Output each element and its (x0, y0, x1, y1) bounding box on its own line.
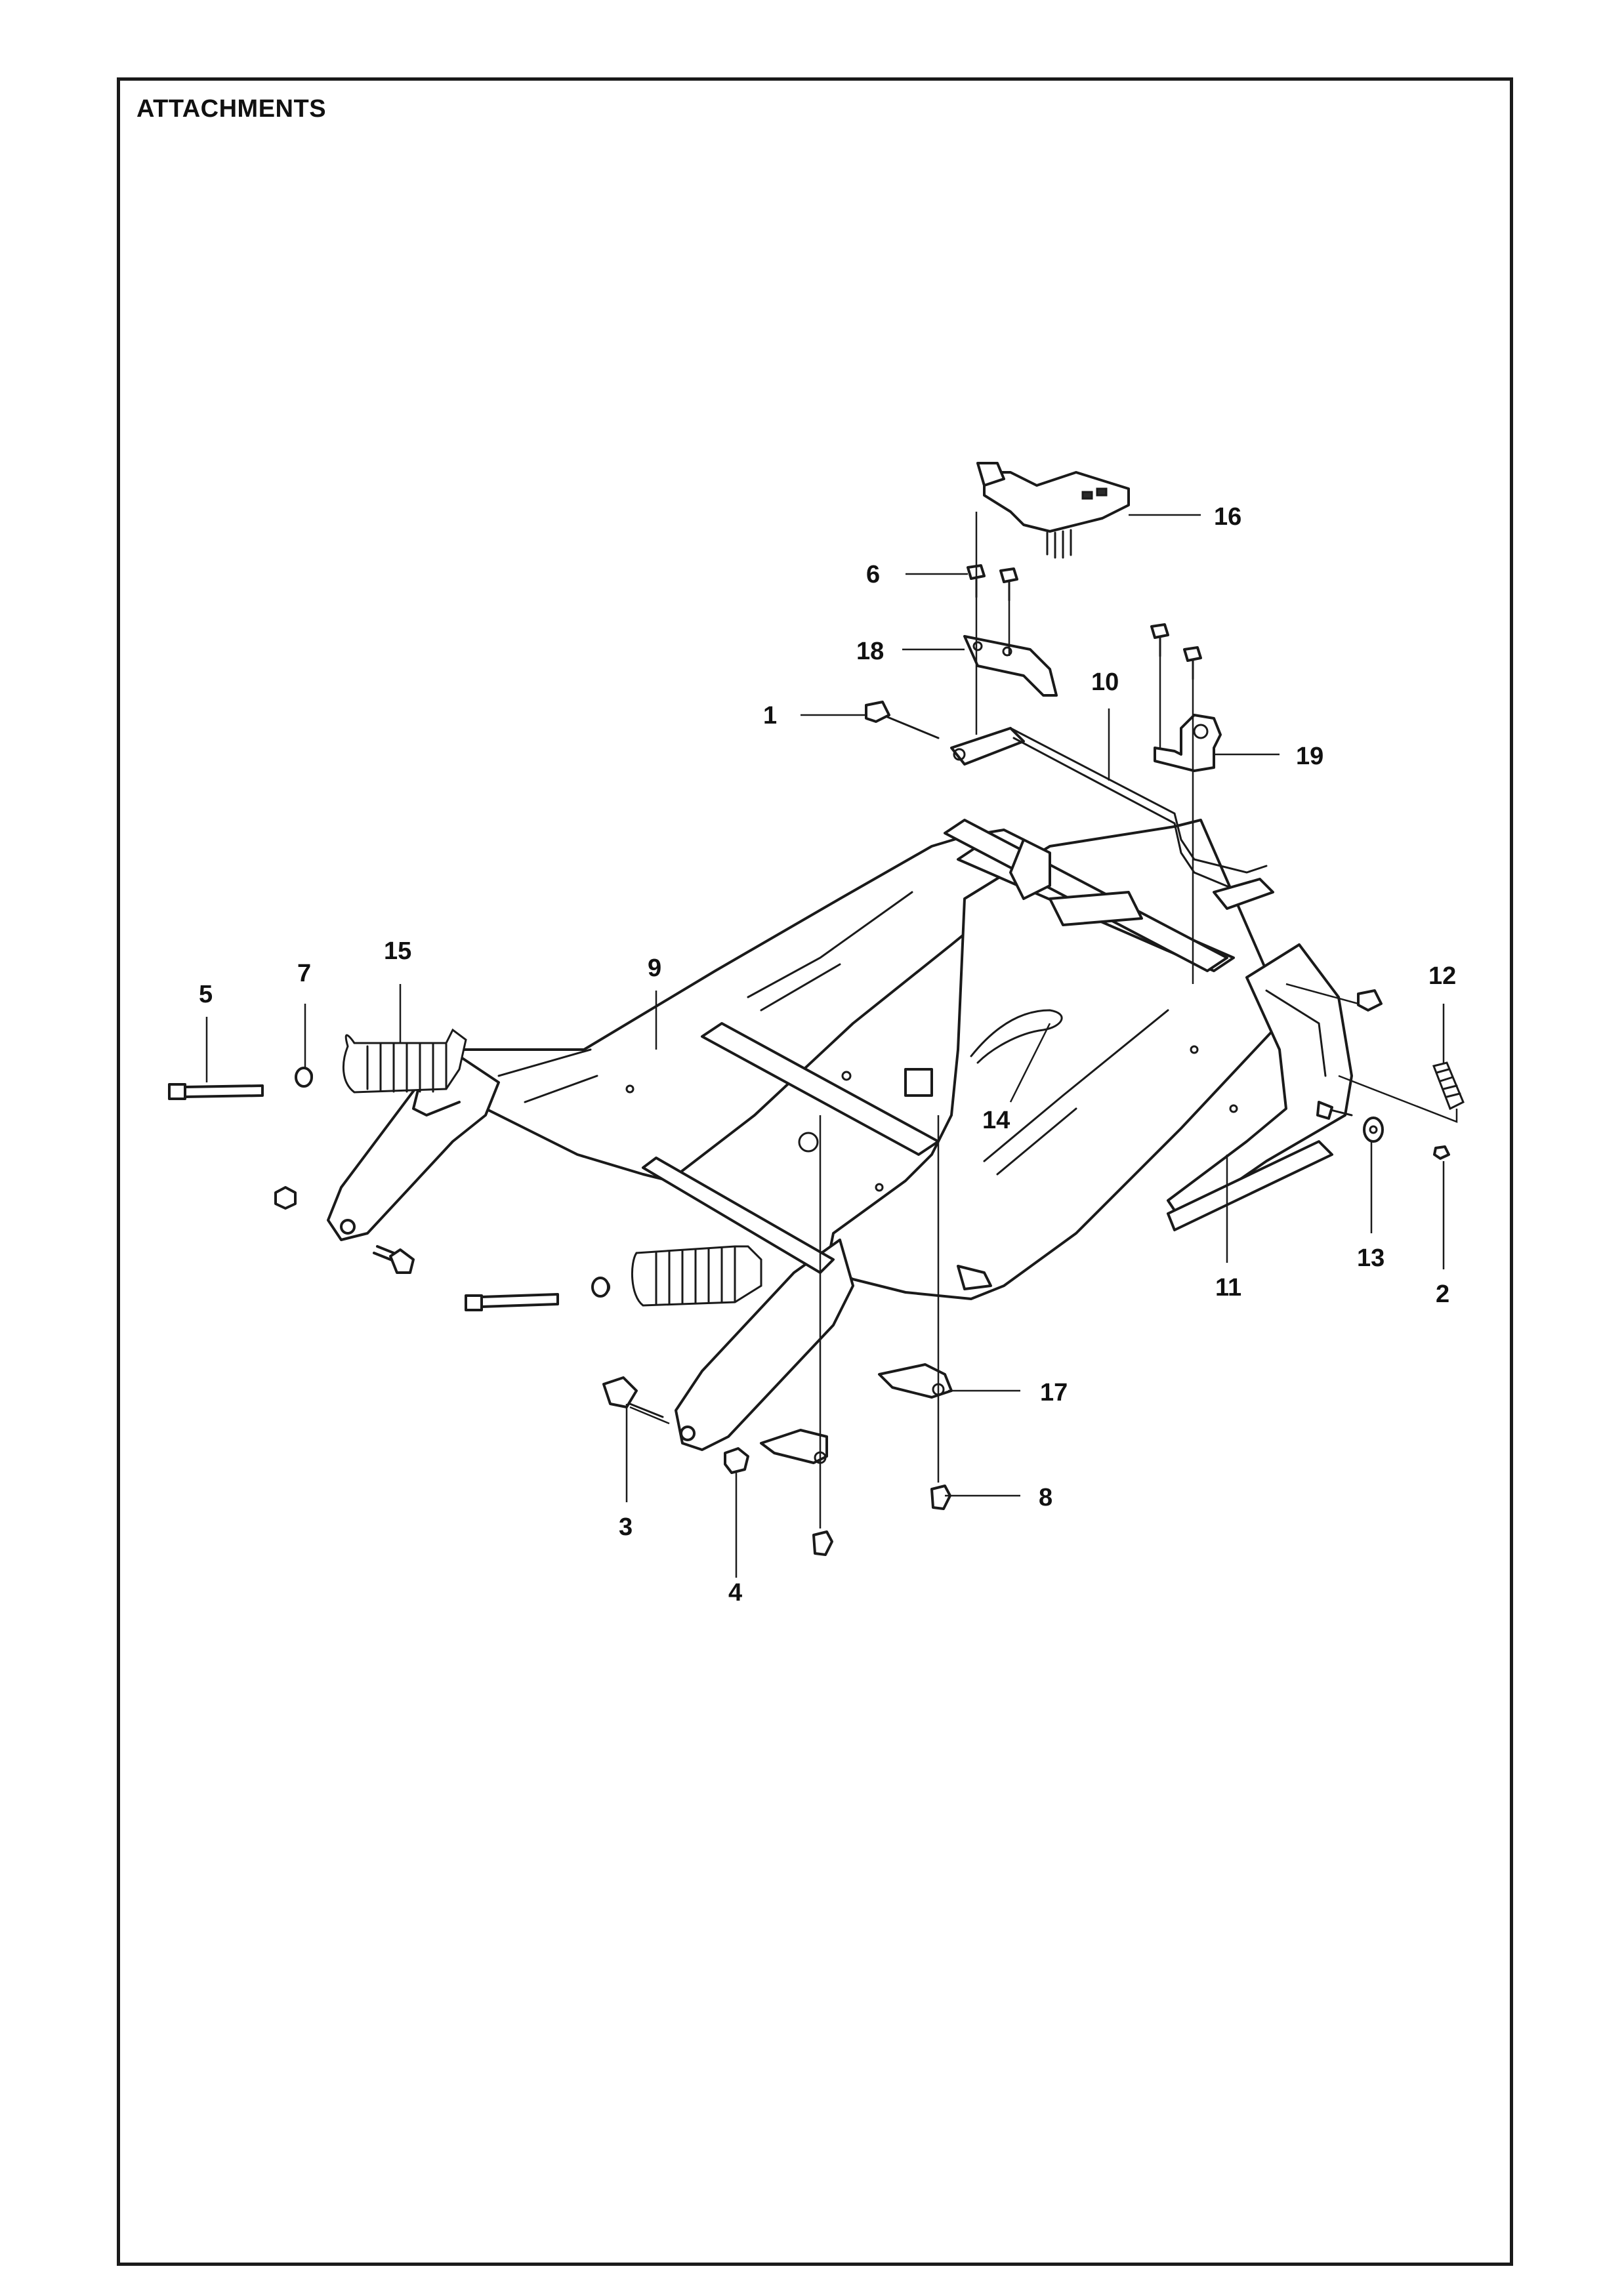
callout-19: 19 (1296, 743, 1323, 770)
nut-left (274, 1186, 297, 1210)
bolt-6b (999, 567, 1018, 602)
callout-8: 8 (1039, 1484, 1052, 1511)
callout-14: 14 (982, 1107, 1010, 1134)
long-bolt-upper (168, 1068, 313, 1100)
washer-lower (591, 1277, 610, 1298)
callout-2: 2 (1436, 1281, 1449, 1308)
main-lift-frame (327, 819, 1353, 1451)
spring-12 (1432, 1061, 1465, 1111)
bolt-left-arm (373, 1245, 415, 1274)
page-frame (117, 77, 1513, 2266)
callout-labels: 1 2 3 4 5 6 7 8 9 10 11 12 13 14 15 16 1… (199, 503, 1456, 1607)
callout-17: 17 (1040, 1379, 1068, 1406)
washer-13 (1363, 1117, 1384, 1143)
spring-upper (342, 1028, 467, 1094)
lift-rod (950, 727, 1274, 910)
callout-4: 4 (728, 1579, 742, 1607)
bracket-lower-left (760, 1429, 828, 1464)
nut-4 (724, 1447, 749, 1474)
bolt-3 (602, 1376, 664, 1418)
callout-10: 10 (1091, 668, 1119, 696)
explosion-lines (629, 512, 1458, 1528)
mounting-bracket (1154, 714, 1222, 772)
washer-7 (295, 1067, 313, 1088)
leader-lines (205, 514, 1445, 1578)
callout-15: 15 (384, 937, 411, 965)
rail-11 (1167, 1140, 1333, 1231)
callout-1: 1 (763, 702, 777, 729)
callout-5: 5 (199, 981, 213, 1008)
callout-6: 6 (866, 561, 880, 588)
bolt-8 (930, 1485, 951, 1510)
callout-12: 12 (1428, 962, 1456, 990)
bolt-19b (1183, 646, 1202, 680)
callout-3: 3 (619, 1513, 633, 1541)
bolt-2 (1433, 1145, 1450, 1160)
bolt-bottom-center (812, 1530, 833, 1556)
bolt-19a (1150, 623, 1169, 657)
callout-11: 11 (1215, 1274, 1241, 1302)
spring-lower (631, 1245, 762, 1307)
long-bolt-lower (465, 1279, 610, 1311)
pin-14 (970, 1009, 1063, 1064)
callout-18: 18 (856, 638, 884, 665)
callout-9: 9 (648, 954, 661, 982)
callout-16: 16 (1214, 503, 1241, 531)
callout-13: 13 (1357, 1244, 1385, 1272)
callout-7: 7 (297, 960, 311, 987)
sensor-switch-assembly (976, 462, 1130, 559)
bolt-12-side (1357, 989, 1383, 1012)
sensor-mount-plate (963, 635, 1058, 697)
pin-13 (1316, 1101, 1353, 1120)
bolt-1 (865, 701, 940, 739)
page-title: ATTACHMENTS (136, 95, 327, 123)
bracket-17 (878, 1363, 953, 1399)
